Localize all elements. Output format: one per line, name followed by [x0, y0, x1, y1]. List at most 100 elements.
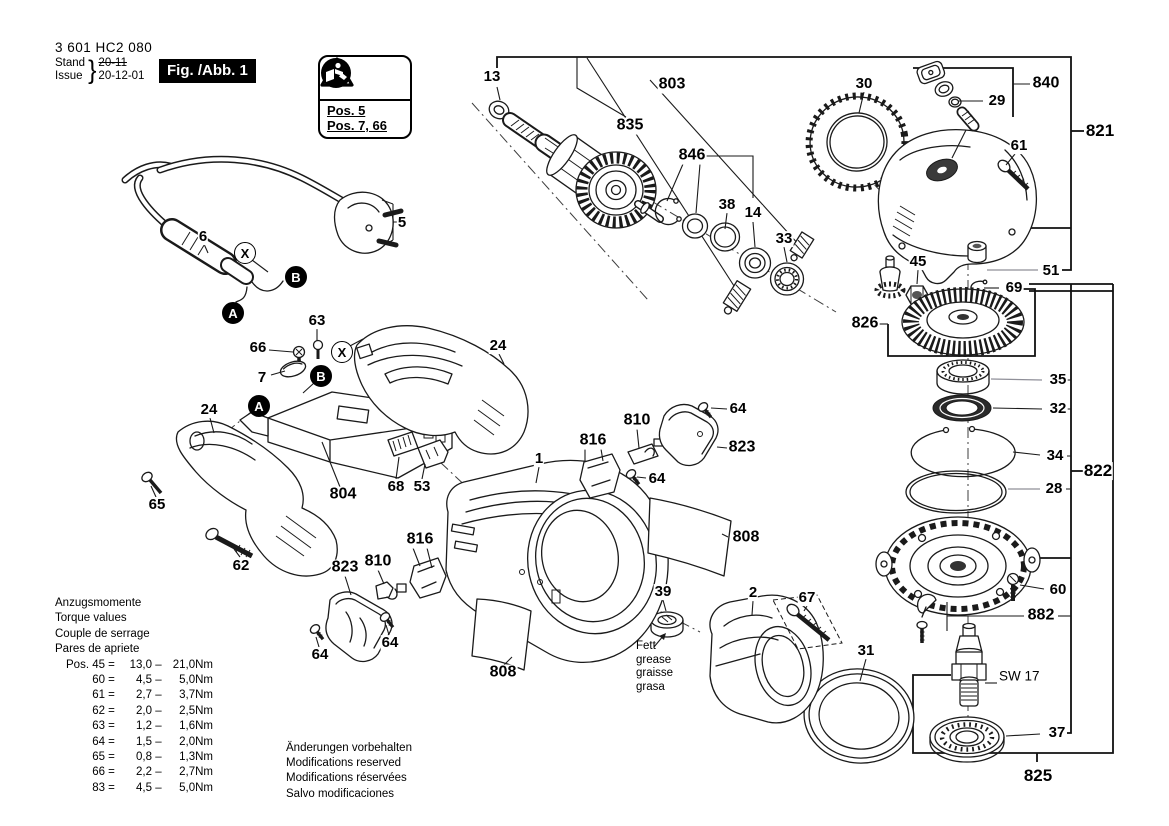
- spindle-bearing-column-drawing: [875, 359, 1041, 763]
- part-label: 29: [987, 92, 1007, 110]
- warning-pos-line2: Pos. 7, 66: [327, 118, 387, 133]
- part-label: 810: [363, 552, 393, 571]
- reference-marker: X: [234, 242, 256, 264]
- part-label: 69: [1004, 279, 1024, 297]
- part-label: 24: [488, 337, 508, 355]
- part-label: 825: [1022, 766, 1054, 786]
- stand-label: Stand: [55, 57, 86, 69]
- brush-parts-right-drawing: [579, 402, 719, 499]
- part-label: 64: [380, 634, 400, 652]
- grease-note-line: Fett: [636, 640, 656, 652]
- part-label: 33: [774, 230, 794, 248]
- part-label: 37: [1047, 724, 1067, 742]
- torque-rows: Pos. 45=13,0–21,0Nm 60=4,5–5,0Nm 61=2,7–…: [55, 658, 213, 797]
- figure-title-badge: Fig. /Abb. 1: [159, 59, 256, 83]
- torque-row: 63=1,2–1,6Nm: [92, 720, 213, 733]
- part-label: 882: [1026, 606, 1056, 625]
- grease-note-line: grasa: [636, 680, 665, 693]
- cover-ring-31-drawing: [803, 668, 915, 764]
- part-label: 823: [727, 438, 757, 457]
- part-label: 64: [647, 470, 667, 488]
- part-label: 13: [482, 68, 502, 86]
- reference-marker: X: [331, 341, 353, 363]
- torque-row: 62=2,0–2,5Nm: [92, 704, 213, 717]
- part-label: 34: [1045, 447, 1065, 465]
- part-label: 14: [743, 204, 763, 222]
- old-date: 20-11: [98, 57, 127, 69]
- part-label: 53: [412, 478, 432, 496]
- part-label: 804: [328, 485, 358, 504]
- armature-assembly-drawing: [488, 100, 664, 229]
- part-label: 846: [677, 146, 707, 165]
- part-label: 6: [197, 228, 209, 246]
- grease-arrowhead: [659, 633, 666, 640]
- torque-row: 83=4,5–5,0Nm: [92, 781, 213, 794]
- part-label: 822: [1082, 461, 1114, 481]
- part-label: 64: [310, 646, 330, 664]
- spanner-size-label: SW 17: [999, 668, 1040, 684]
- part-label: 7: [256, 369, 268, 387]
- torque-title-line: Torque values: [55, 612, 127, 625]
- handle-screws-drawing: [141, 339, 324, 559]
- part-label: 35: [1048, 371, 1068, 389]
- part-label: 30: [854, 75, 874, 93]
- power-cord-drawing: [121, 155, 404, 303]
- leader-lines: [150, 86, 1045, 737]
- reference-marker: B: [285, 266, 307, 288]
- armature-bearing-parts-drawing: [654, 197, 815, 315]
- part-label: 61: [1009, 137, 1029, 155]
- torque-title-line: Couple de serrage: [55, 627, 150, 640]
- modifications-note-line: Salvo modificaciones: [286, 787, 395, 800]
- part-label: 60: [1048, 581, 1068, 599]
- part-label: 1: [533, 450, 545, 468]
- torque-title-line: Pares de apriete: [55, 643, 140, 656]
- part-label: 821: [1084, 121, 1116, 141]
- modifications-note-line: Änderungen vorbehalten: [286, 742, 412, 754]
- bearing-sleeve-51-drawing: [967, 240, 989, 296]
- grease-note-line: grease: [636, 653, 672, 666]
- part-label: 24: [199, 401, 219, 419]
- warning-pos-line1: Pos. 5: [327, 103, 366, 118]
- part-label: 826: [850, 314, 880, 333]
- torque-row: 61=2,7–3,7Nm: [92, 689, 213, 702]
- part-label: 63: [307, 312, 327, 330]
- part-label: 816: [578, 431, 608, 450]
- torque-row: 64=1,5–2,0Nm: [92, 735, 213, 748]
- torque-row: 66=2,2–2,7Nm: [92, 766, 213, 779]
- sticker-808-left: [471, 598, 532, 671]
- part-label: 45: [908, 253, 928, 271]
- reference-marker: B: [310, 365, 332, 387]
- part-label: 39: [653, 583, 673, 601]
- torque-title-line: Anzugsmomente: [55, 597, 142, 609]
- part-label: 808: [731, 528, 761, 547]
- part-label: 32: [1048, 400, 1068, 418]
- part-label: 810: [622, 411, 652, 430]
- issue-date: 20-12-01: [98, 70, 145, 82]
- part-label: 66: [248, 339, 268, 357]
- part-label: 38: [717, 196, 737, 214]
- spindle-lock-parts-drawing: [916, 60, 983, 132]
- part-label: 803: [657, 75, 687, 94]
- torque-row: 65=0,8–1,3Nm: [92, 751, 213, 764]
- brush-parts-left-drawing: [309, 557, 447, 663]
- torque-row: 60=4,5–5,0Nm: [92, 674, 213, 687]
- part-label: 823: [330, 558, 360, 577]
- modifications-note-line: Modifications réservées: [286, 772, 407, 785]
- bevel-gear-set-drawing: [874, 255, 1025, 357]
- modifications-note-line: Modifications reserved: [286, 757, 402, 770]
- part-label: 67: [797, 589, 817, 607]
- part-number: 3 601 HC2 080: [55, 40, 153, 55]
- part-label: 840: [1031, 74, 1061, 93]
- part-label: 64: [728, 400, 748, 418]
- gear-housing-drawing: [805, 92, 1038, 285]
- part-label: 31: [856, 642, 876, 660]
- part-label: 28: [1044, 480, 1064, 498]
- handle-cover-right-drawing: [353, 325, 529, 455]
- reference-marker: A: [222, 302, 244, 324]
- brace-glyph: }: [88, 54, 97, 85]
